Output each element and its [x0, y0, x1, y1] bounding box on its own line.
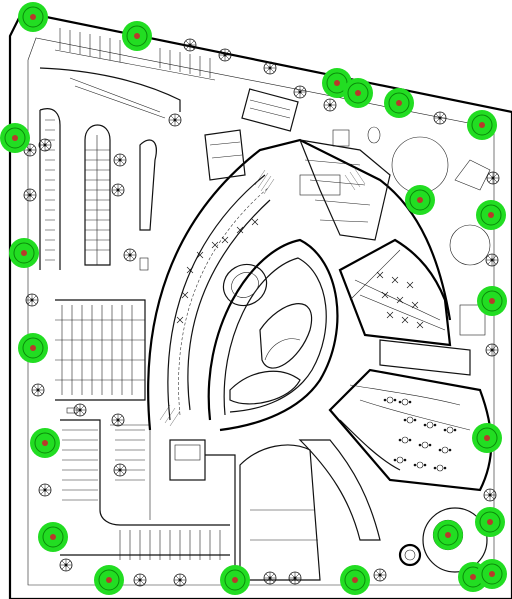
east-wing-upper: [204, 88, 391, 241]
parking-lot-left: [39, 108, 157, 270]
garden-circles: [332, 126, 491, 336]
main-building: [147, 138, 452, 432]
inner-courtyard: [222, 263, 313, 405]
southeast-wing: [298, 368, 493, 541]
lower-plaza: [169, 439, 321, 585]
hall-wing: [338, 238, 471, 376]
stair-hatching: [66, 168, 366, 427]
parking-lot-bottom: [60, 419, 230, 560]
parking-lot-top: [39, 28, 216, 119]
shrub-rows: [23, 38, 500, 587]
site-boundary: [8, 10, 512, 599]
dining-tables: [383, 396, 457, 472]
parking-lot-middle: [55, 299, 146, 401]
hall-grid: [176, 218, 424, 329]
